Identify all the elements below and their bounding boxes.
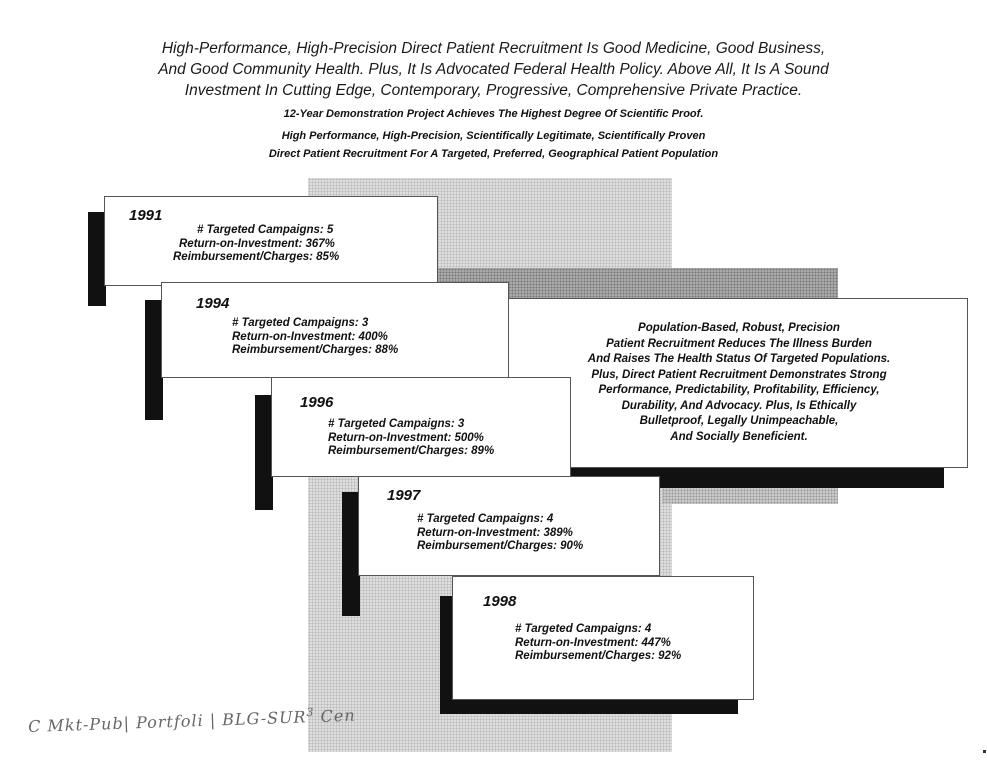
info-panel: Population-Based, Robust, Precision Pati…: [508, 298, 968, 468]
subhead-line-3: Direct Patient Recruitment For A Targete…: [268, 148, 719, 160]
stat-campaigns: # Targeted Campaigns: 4: [417, 513, 554, 525]
info-line-3: And Raises The Health Status Of Targeted…: [587, 353, 891, 365]
stat-campaigns: # Targeted Campaigns: 3: [328, 418, 465, 430]
stat-roi: Return-on-Investment: 367%: [179, 237, 335, 250]
stair-shadow-1998-bottom: [440, 698, 738, 714]
year-label: 1994: [196, 295, 230, 312]
info-panel-text: Population-Based, Robust, Precision Pati…: [509, 321, 969, 445]
year-label: 1996: [300, 394, 334, 411]
stat-reimbursement: Reimbursement/Charges: 89%: [328, 445, 495, 457]
year-panel-1998: 1998 # Targeted Campaigns: 4 Return-on-I…: [452, 576, 754, 700]
info-line-5: Performance, Predictability, Profitabili…: [598, 384, 880, 396]
year-stats: # Targeted Campaigns: 4 Return-on-Invest…: [417, 513, 583, 554]
year-panel-1991: 1991 # Targeted Campaigns: 5 Return-on-I…: [104, 196, 438, 286]
info-line-4: Plus, Direct Patient Recruitment Demonst…: [591, 368, 887, 381]
headline-line-1: High-Performance, High-Precision Direct …: [161, 40, 826, 57]
year-stats: # Targeted Campaigns: 3 Return-on-Invest…: [328, 418, 494, 459]
headline-line-2: And Good Community Health. Plus, It Is A…: [158, 61, 829, 78]
stat-roi: Return-on-Investment: 400%: [232, 330, 388, 343]
handwritten-note-tail: Cen: [314, 705, 356, 727]
year-panel-1997: 1997 # Targeted Campaigns: 4 Return-on-I…: [358, 476, 660, 576]
year-label: 1998: [483, 593, 517, 610]
stat-campaigns: # Targeted Campaigns: 4: [515, 623, 652, 635]
info-line-8: And Socially Beneficient.: [670, 430, 808, 443]
stat-campaigns: # Targeted Campaigns: 5: [197, 224, 334, 236]
stat-roi: Return-on-Investment: 500%: [328, 431, 484, 444]
stat-campaigns: # Targeted Campaigns: 3: [232, 317, 369, 329]
year-stats: # Targeted Campaigns: 4 Return-on-Invest…: [515, 623, 681, 664]
year-label: 1991: [129, 207, 163, 224]
info-line-1: Population-Based, Robust, Precision: [638, 322, 840, 334]
stat-reimbursement: Reimbursement/Charges: 90%: [417, 540, 584, 552]
info-line-2: Patient Recruitment Reduces The Illness …: [606, 337, 872, 350]
stair-shadow-1991: [88, 212, 106, 306]
info-line-6: Durability, And Advocacy. Plus, Is Ethic…: [621, 399, 857, 412]
corner-mark: [983, 750, 986, 753]
headline-line-3: Investment In Cutting Edge, Contemporary…: [184, 82, 803, 99]
stat-reimbursement: Reimbursement/Charges: 92%: [515, 650, 682, 662]
stair-shadow-1997: [342, 492, 360, 616]
subhead-line-1: 12-Year Demonstration Project Achieves T…: [283, 108, 704, 120]
stat-reimbursement: Reimbursement/Charges: 85%: [173, 251, 340, 263]
stat-reimbursement: Reimbursement/Charges: 88%: [232, 344, 399, 356]
info-line-7: Bulletproof, Legally Unimpeachable,: [639, 415, 839, 427]
stair-shadow-1996: [255, 395, 273, 510]
subhead-line-2: High Performance, High-Precision, Scient…: [281, 130, 706, 142]
year-panel-1994: 1994 # Targeted Campaigns: 3 Return-on-I…: [161, 282, 509, 378]
year-stats: # Targeted Campaigns: 5 Return-on-Invest…: [173, 224, 339, 265]
handwritten-note-text: C Mkt-Pub| Portfoli | BLG-SUR: [27, 707, 307, 737]
year-label: 1997: [387, 487, 421, 504]
headline: High-Performance, High-Precision Direct …: [40, 38, 947, 101]
stat-roi: Return-on-Investment: 447%: [515, 636, 671, 649]
year-panel-1996: 1996 # Targeted Campaigns: 3 Return-on-I…: [271, 377, 571, 477]
handwritten-note: C Mkt-Pub| Portfoli | BLG-SUR3 Cen: [28, 704, 356, 736]
stair-shadow-1994: [145, 300, 163, 420]
year-stats: # Targeted Campaigns: 3 Return-on-Invest…: [232, 317, 398, 358]
stat-roi: Return-on-Investment: 389%: [417, 526, 573, 539]
